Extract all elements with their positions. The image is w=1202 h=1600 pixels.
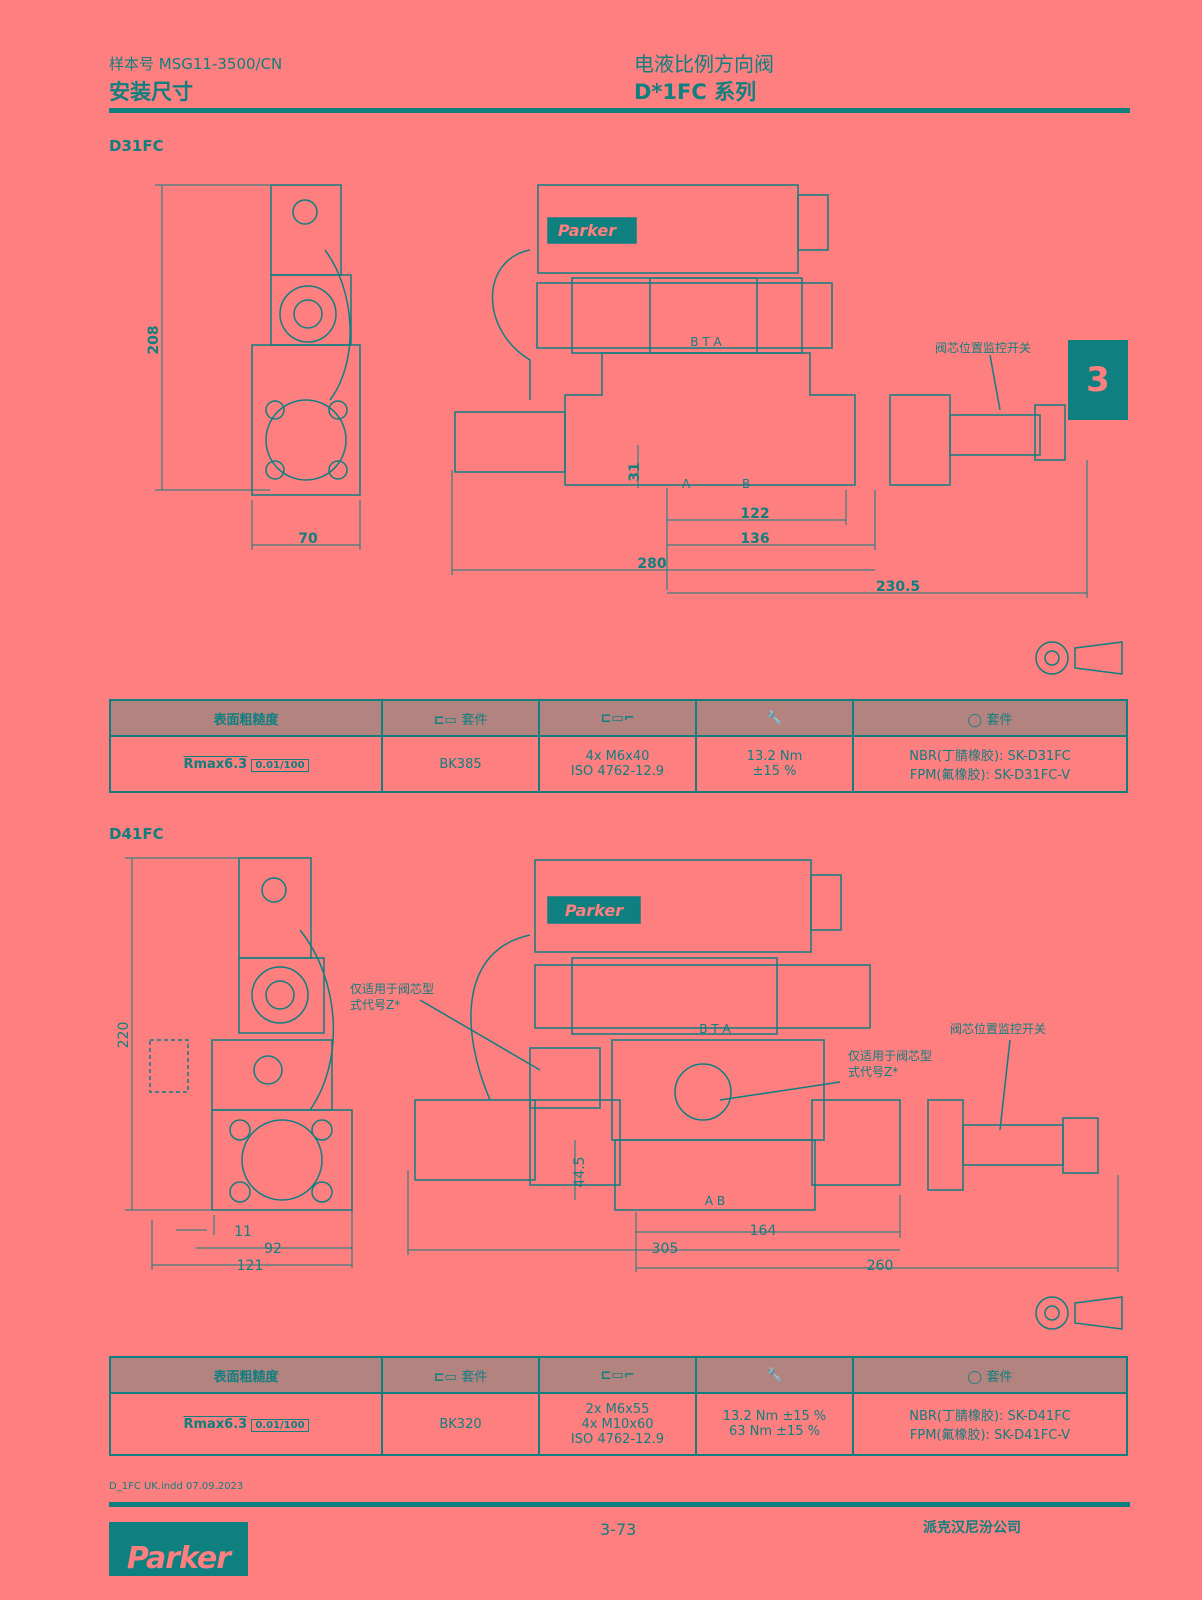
switch-leader: [989, 354, 1001, 411]
switch-label: 阀芯位置监控开关: [950, 1021, 1046, 1036]
port-a: A: [682, 477, 691, 491]
header-rule: [109, 108, 1130, 113]
dim-31: 31: [627, 462, 643, 481]
page-number: 3-73: [600, 1520, 637, 1539]
d41fc-spec-table: 表面粗糙度 ⊏▭ 套件 ⊏▭⌐ 🔧 ◯ 套件 Rmax6.3 0.01/100 …: [109, 1356, 1128, 1456]
dim-height: 220: [116, 1022, 132, 1049]
dim-305: 305: [652, 1241, 679, 1257]
series-title: D*1FC 系列: [634, 80, 757, 104]
dim-height: 208: [146, 325, 162, 354]
product-title: 电液比例方向阀: [634, 52, 774, 76]
switch-label: 阀芯位置监控开关: [935, 340, 1031, 355]
only-z-label-right-2: 式代号Z*: [848, 1065, 898, 1079]
section-title: 安装尺寸: [109, 80, 193, 104]
catalog-number: 样本号 MSG11-3500/CN: [109, 55, 283, 73]
header-bolt-icon: ⊏▭⌐: [538, 699, 697, 737]
torque-cell: 13.2 Nm ±15 %63 Nm ±15 %: [695, 1392, 854, 1456]
solenoid-assembly: [536, 282, 833, 349]
oring-icon: ◯: [967, 712, 987, 728]
header-roughness: 表面粗糙度: [109, 1356, 383, 1394]
d31fc-heading: D31FC: [109, 137, 164, 155]
dim-121: 121: [237, 1258, 264, 1274]
company-name: 派克汉尼汾公司: [923, 1520, 1021, 1536]
d31fc-drawing: Parker B T A A B 阀芯位置监控开关 208 70 31 122 …: [146, 184, 1123, 675]
valve-body: [564, 352, 856, 486]
header-bolt-icon: ⊏▭⌐: [538, 1356, 697, 1394]
parker-badge: [547, 217, 637, 244]
dim-11: 11: [234, 1224, 252, 1240]
only-z-label-left-2: 式代号Z*: [350, 998, 400, 1012]
dim-280: 280: [637, 556, 666, 572]
d41fc-drawing: Parker B T A A B 仅适用于阀芯型 式代号Z* 仅适用于阀芯型 式…: [116, 857, 1123, 1330]
dim-92: 92: [264, 1241, 282, 1257]
file-info: D_1FC UK.indd 07.09.2023: [109, 1481, 244, 1492]
seal-kit-cell: BK320: [381, 1392, 540, 1456]
brand-label: Parker: [558, 221, 617, 240]
port-b: B: [742, 477, 750, 491]
torque-cell: 13.2 Nm±15 %: [695, 735, 854, 793]
plug-icon: [292, 199, 318, 225]
header-seal-kit: ⊏▭ 套件: [381, 1356, 540, 1394]
oring-icon: ◯: [967, 1369, 987, 1385]
dim-136: 136: [740, 531, 769, 547]
projection-symbol-icon: [1035, 1296, 1123, 1330]
dim-122: 122: [740, 506, 769, 522]
parker-logo: Parker: [109, 1522, 248, 1576]
projection-symbol-icon: [1035, 641, 1123, 675]
header-oring-kit: ◯ 套件: [852, 699, 1128, 737]
header-oring-kit: ◯ 套件: [852, 1356, 1128, 1394]
header-wrench-icon: 🔧: [695, 1356, 854, 1394]
ports-top: B T A: [690, 335, 722, 349]
seal-icon: ⊏▭: [433, 712, 462, 728]
ports-bottom: A B: [705, 1194, 725, 1208]
seal-kit-cell: BK385: [381, 735, 540, 793]
header-seal-kit: ⊏▭ 套件: [381, 699, 540, 737]
dim-width: 70: [298, 531, 318, 547]
d31fc-spec-table: 表面粗糙度 ⊏▭ 套件 ⊏▭⌐ 🔧 ◯ 套件 Rmax6.3 0.01/100 …: [109, 699, 1128, 793]
side-body: [251, 344, 361, 496]
roughness-cell: Rmax6.3 0.01/100: [109, 735, 383, 793]
seal-icon: ⊏▭: [433, 1369, 462, 1385]
header-roughness: 表面粗糙度: [109, 699, 383, 737]
position-sensor: [454, 411, 566, 473]
ports-top: B T A: [699, 1022, 731, 1036]
d41fc-heading: D41FC: [109, 825, 164, 843]
dim-164: 164: [750, 1223, 777, 1239]
chapter-tab: 3: [1068, 340, 1128, 420]
roughness-cell: Rmax6.3 0.01/100: [109, 1392, 383, 1456]
footer-rule: [109, 1502, 1130, 1507]
header-wrench-icon: 🔧: [695, 699, 854, 737]
dim-230-5: 230.5: [876, 579, 920, 595]
brand-label: Parker: [565, 901, 624, 920]
dim-44-5: 44.5: [572, 1156, 588, 1187]
only-z-label-left: 仅适用于阀芯型: [350, 982, 434, 996]
dim-260: 260: [867, 1258, 894, 1274]
only-z-label-right: 仅适用于阀芯型: [848, 1049, 932, 1063]
